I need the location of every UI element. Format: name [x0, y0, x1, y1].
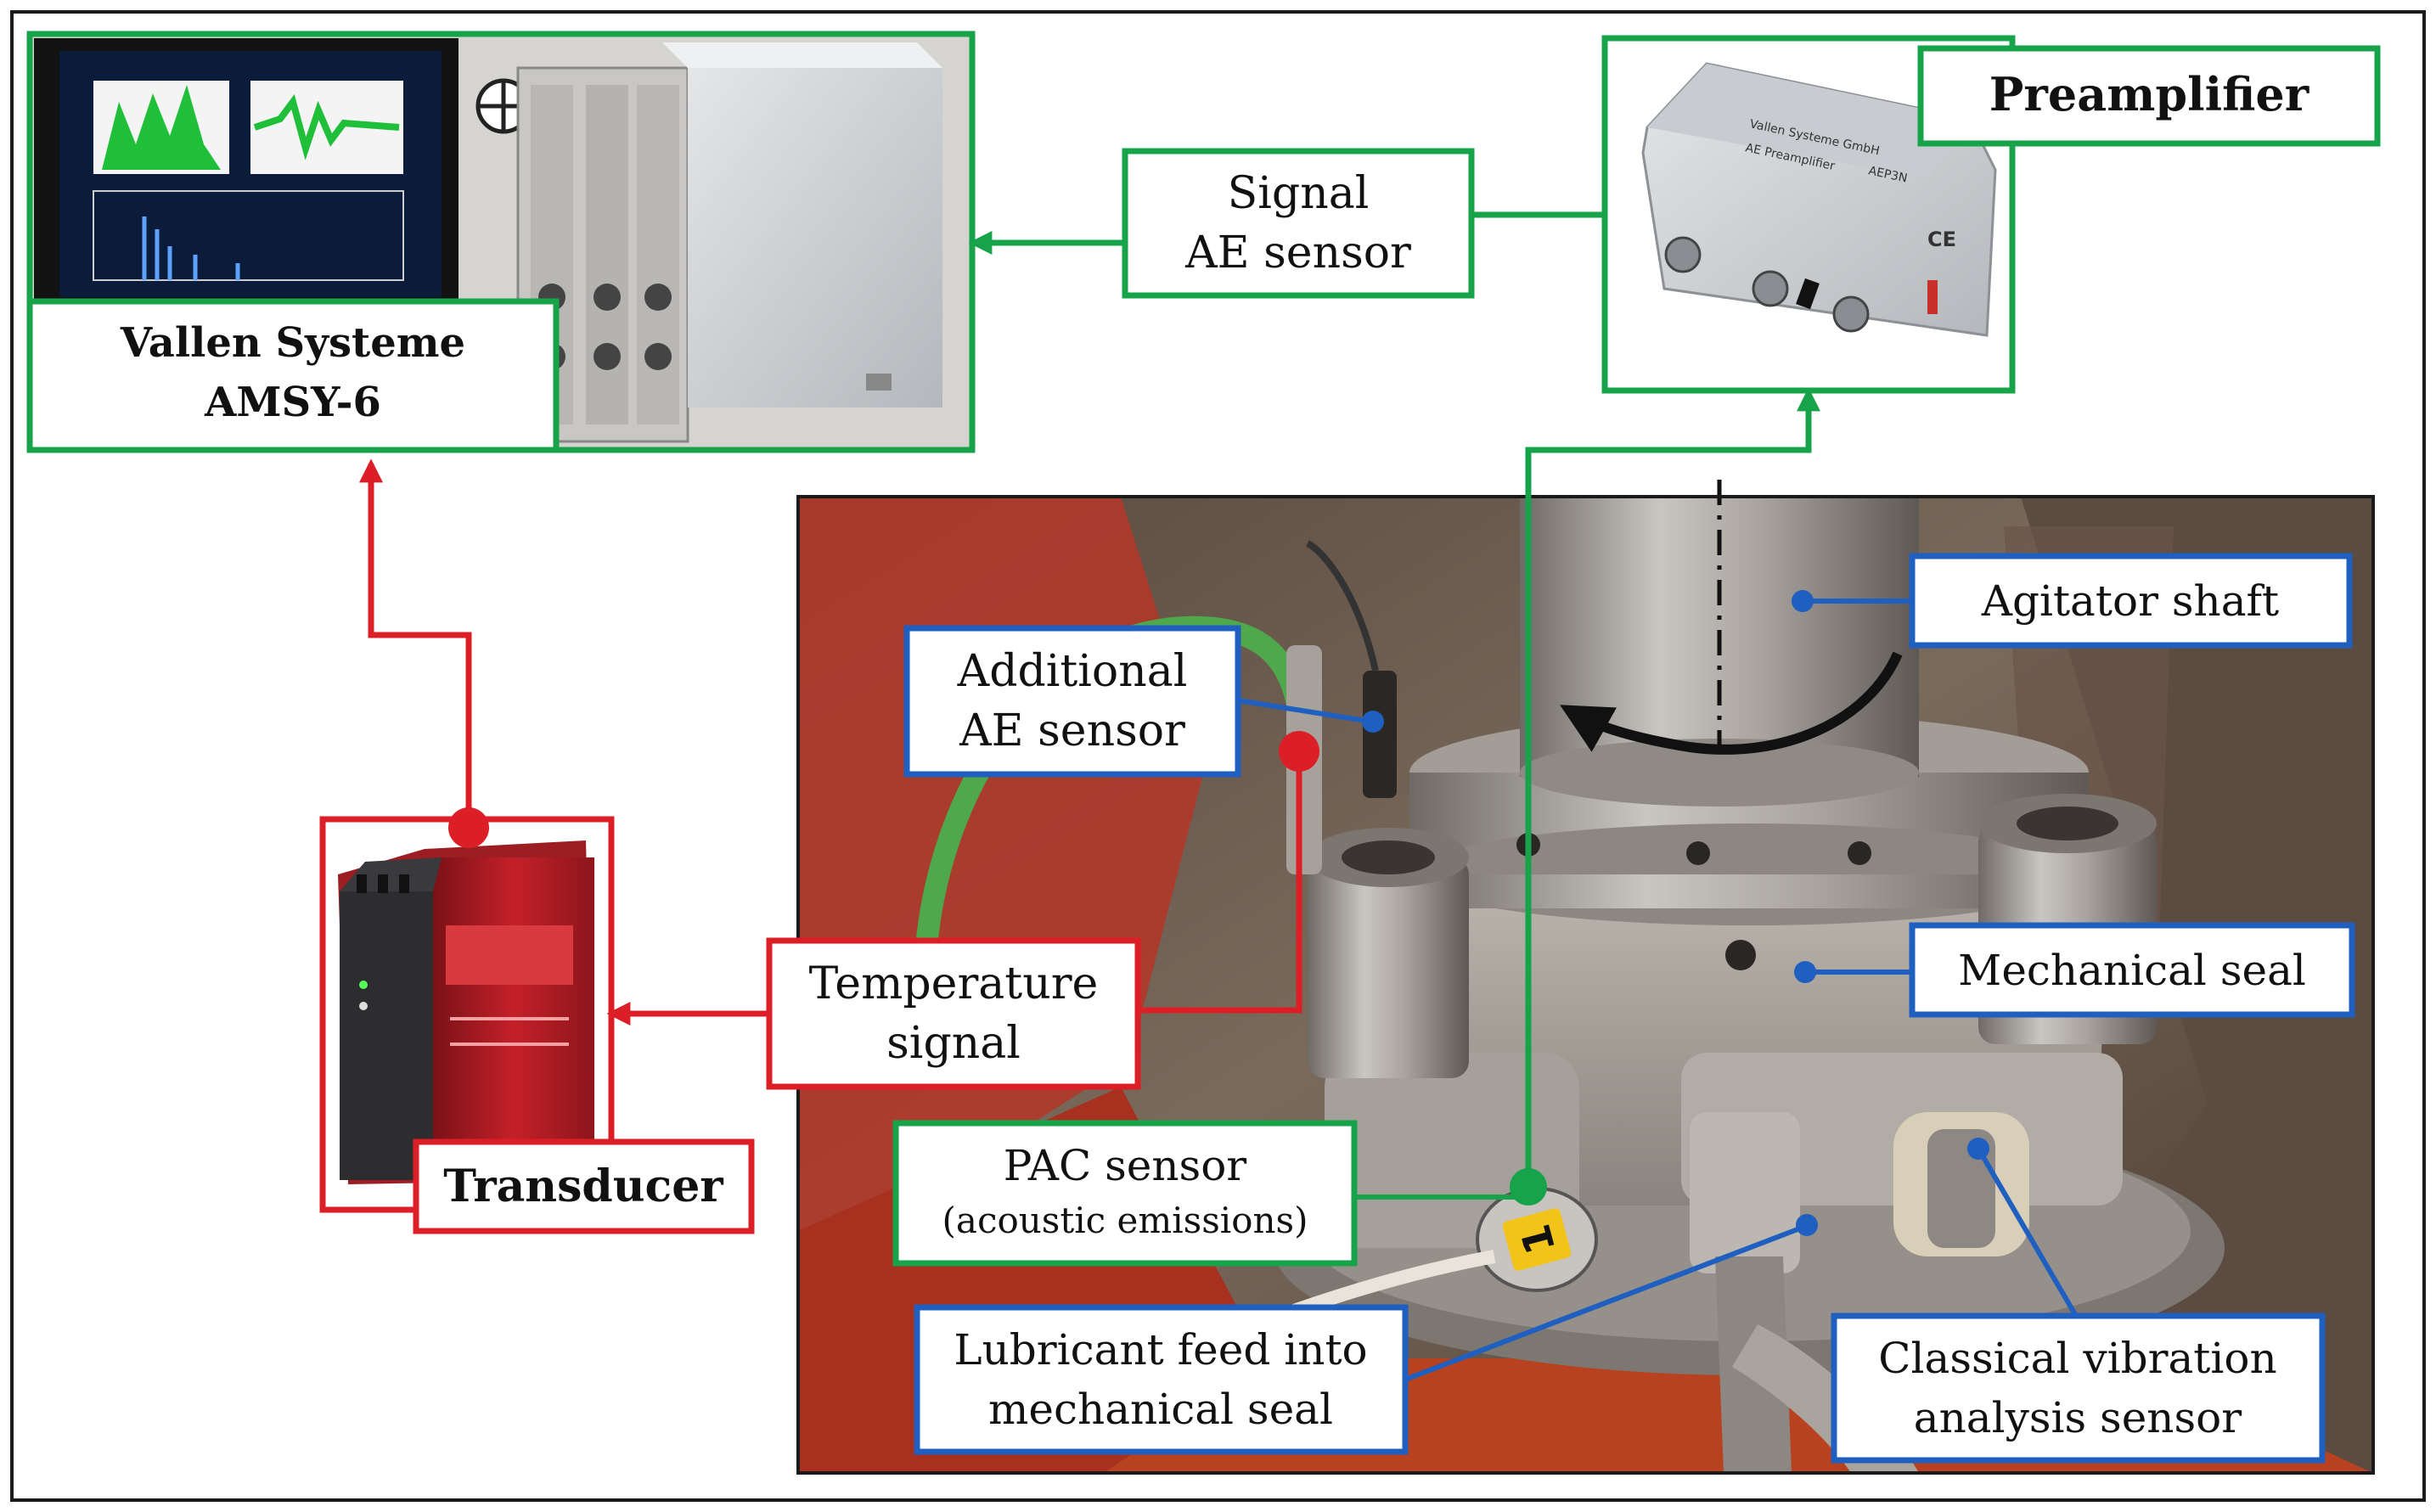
- transducer-photo: [338, 840, 594, 1184]
- transducer-connection-dot: [448, 807, 489, 848]
- pac-sensor-label: PAC sensor (acoustic emissions): [892, 1120, 1358, 1267]
- transducer-label: Transducer: [413, 1138, 755, 1234]
- vallen-label-line1: Vallen Systeme: [120, 319, 465, 367]
- preamplifier-frame: [1601, 35, 2016, 394]
- temperature-connection-dot: [1279, 731, 1319, 772]
- lubricant-label-line2: mechanical seal: [988, 1385, 1333, 1434]
- transducer-label-text: Transducer: [443, 1161, 723, 1212]
- leader-lubricant: [1404, 1224, 1806, 1382]
- vibration-sensor-label: Classical vibration analysis sensor: [1831, 1312, 2326, 1464]
- temperature-signal-label: Temperature signal: [766, 937, 1141, 1090]
- point-lubricant: [1796, 1214, 1818, 1236]
- point-vibration: [1967, 1138, 1989, 1160]
- agitator-shaft-label: Agitator shaft: [1909, 553, 2353, 649]
- rotation-arrow-icon: [1560, 651, 1903, 755]
- pac-label-line2: (acoustic emissions): [942, 1200, 1308, 1241]
- vibration-label-line1: Classical vibration: [1878, 1334, 2276, 1383]
- additional-label-line1: Additional: [957, 646, 1188, 697]
- figure-frame: [10, 10, 2426, 1502]
- lubricant-label-line1: Lubricant feed into: [954, 1325, 1367, 1374]
- lubricant-feed-label: Lubricant feed into mechanical seal: [914, 1304, 1409, 1455]
- leader-additional-ae: [1237, 698, 1372, 724]
- preamp-ce-mark: CE: [1927, 228, 1956, 251]
- point-agitator-shaft: [1792, 590, 1814, 612]
- preamplifier-label: Preamplifier: [1917, 45, 2381, 147]
- vibration-label-line2: analysis sensor: [1914, 1393, 2242, 1442]
- connector-transducer-to-vallen: [359, 458, 472, 823]
- agitator-shaft-label-text: Agitator shaft: [1981, 576, 2279, 626]
- temperature-label-line2: signal: [886, 1018, 1021, 1069]
- connector-probe-to-temperature: [1138, 751, 1302, 1014]
- mechanical-seal-label-text: Mechanical seal: [1958, 946, 2306, 995]
- leader-vibration: [1976, 1147, 2079, 1318]
- preamplifier-label-text: Preamplifier: [1989, 67, 2309, 121]
- point-additional-ae: [1362, 711, 1384, 733]
- pac-connection-dot: [1510, 1168, 1547, 1206]
- crosshair-icon: [475, 78, 532, 134]
- pac-label-line1: PAC sensor: [1004, 1141, 1247, 1190]
- signal-label-line1: Signal: [1228, 168, 1370, 219]
- mechanical-seal-label: Mechanical seal: [1909, 922, 2355, 1018]
- additional-label-line2: AE sensor: [959, 705, 1185, 756]
- temperature-label-line1: Temperature: [809, 958, 1099, 1009]
- vallen-label: Vallen Systeme AMSY-6: [26, 298, 560, 453]
- connector-pac-to-preamp: [1525, 387, 1820, 1187]
- vallen-label-line2: AMSY-6: [204, 379, 381, 426]
- signal-label-line2: AE sensor: [1184, 228, 1411, 278]
- point-mechanical-seal: [1794, 961, 1816, 983]
- additional-ae-sensor-label: Additional AE sensor: [903, 625, 1241, 778]
- preamplifier-photo: Vallen Systeme GmbH AE Preamplifier AEP3…: [1605, 38, 2012, 391]
- signal-ae-sensor-label: Signal AE sensor: [1122, 148, 1475, 299]
